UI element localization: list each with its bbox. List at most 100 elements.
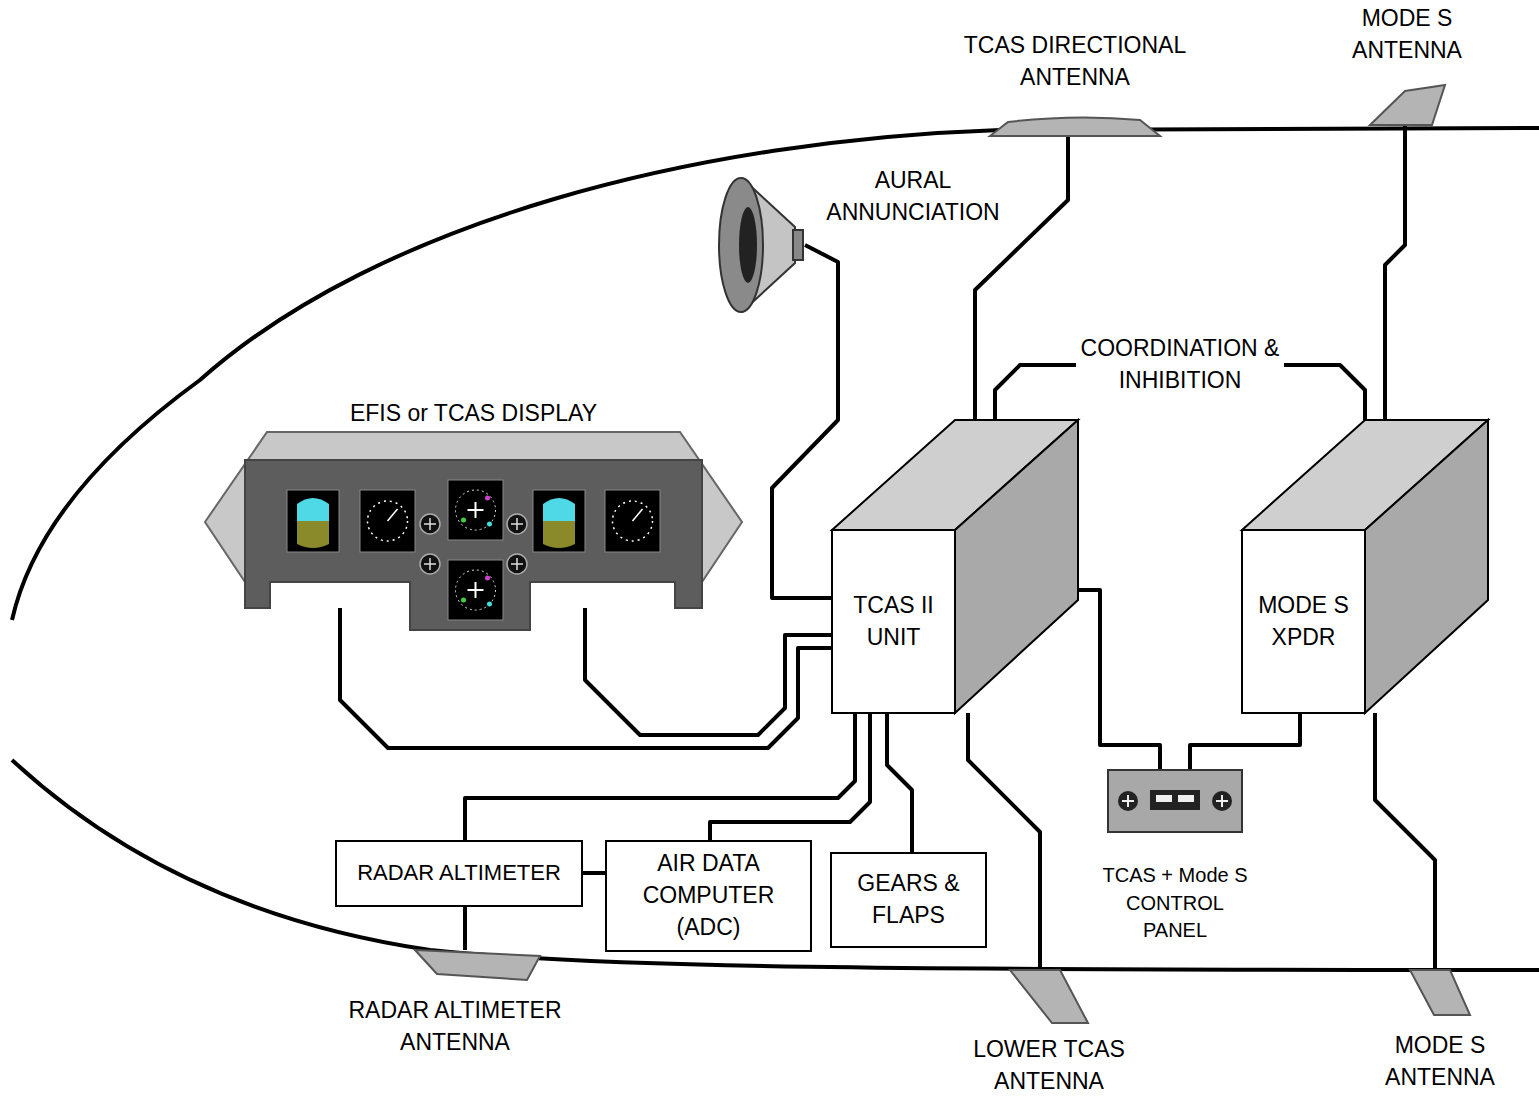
node-caption: TCAS DIRECTIONAL ANTENNA [950, 30, 1200, 93]
node-text: TCAS DIRECTIONAL ANTENNA [950, 30, 1200, 93]
node-shape [832, 420, 1078, 713]
attitude-sky [543, 498, 575, 521]
own-aircraft-symbol [468, 502, 484, 518]
box-front-face [1242, 530, 1365, 713]
wire [583, 871, 605, 875]
node-text: MODE S ANTENNA [1332, 3, 1482, 66]
node-caption: RADAR ALTIMETER ANTENNA [325, 995, 585, 1058]
nav-ring [456, 570, 496, 610]
dial-needle [388, 509, 398, 521]
instrument-screen [533, 490, 585, 552]
traffic-symbol [487, 602, 492, 607]
node-caption: MODE S ANTENNA [1365, 1030, 1515, 1093]
node-text: GEARS & FLAPS [840, 868, 977, 931]
code-digits [1178, 795, 1194, 802]
antenna: RADAR ALTIMETER ANTENNA [415, 950, 540, 983]
node-text: TCAS + Mode S CONTROL PANEL [1092, 862, 1258, 945]
traffic-symbol [487, 522, 492, 527]
panel-knob [507, 514, 527, 534]
own-aircraft-symbol [468, 582, 484, 598]
fuselage-bottom-outline [12, 760, 1539, 970]
node-text: LOWER TCAS ANTENNA [954, 1034, 1144, 1097]
panel-knob [507, 554, 527, 574]
instrument-screen [287, 490, 339, 552]
instrument-screen [448, 560, 503, 620]
speaker-magnet [793, 230, 803, 260]
antenna: MODE S ANTENNA [1370, 85, 1445, 125]
antenna-blade [1370, 85, 1445, 125]
node-caption: MODE S ANTENNA [1332, 3, 1482, 66]
knob-mark [1122, 795, 1134, 807]
node-caption: EFIS or TCAS DISPLAY [205, 398, 742, 430]
node-caption: TCAS + Mode S CONTROL PANEL [1092, 862, 1258, 945]
node-text: AIR DATA COMPUTER (ADC) [615, 848, 802, 943]
panel-knob [420, 514, 440, 534]
traffic-symbol [485, 496, 490, 501]
process-box: GEARS & FLAPS [830, 852, 987, 948]
process-box: RADAR ALTIMETER [335, 840, 583, 907]
speaker-throat [739, 207, 757, 283]
unit-label-area: MODE S XPDR [1242, 530, 1365, 713]
control-knob [1118, 791, 1138, 811]
node-caption: LOWER TCAS ANTENNA [954, 1034, 1144, 1097]
knob-mark [424, 518, 436, 530]
box-side-face [1365, 420, 1488, 713]
box-side-face [955, 420, 1078, 713]
antenna: TCAS DIRECTIONAL ANTENNA [990, 116, 1160, 136]
node-text: AURAL ANNUNCIATION [808, 165, 1018, 228]
wire [463, 907, 467, 950]
node-shape [205, 432, 742, 608]
control-panel-body [1108, 770, 1242, 832]
antenna-blade [990, 117, 1160, 136]
traffic-symbol [485, 576, 490, 581]
antenna: MODE S ANTENNA [1410, 970, 1470, 1015]
traffic-symbol [461, 518, 466, 523]
speaker: AURAL ANNUNCIATION [715, 175, 805, 315]
node-text: MODE S XPDR [1248, 590, 1359, 653]
control-knob [1212, 791, 1232, 811]
node-shape [715, 175, 805, 315]
wire [975, 136, 1068, 420]
node-shape [415, 950, 540, 983]
speaker-bell [719, 178, 763, 312]
wire [710, 713, 870, 840]
attitude-sky [297, 498, 329, 521]
node-caption: AURAL ANNUNCIATION [808, 165, 1018, 228]
knob-mark [424, 558, 436, 570]
wire [1385, 125, 1405, 420]
node-text: RADAR ALTIMETER ANTENNA [325, 995, 585, 1058]
antenna-blade [1010, 970, 1088, 1023]
attitude-ground [297, 521, 329, 548]
node-shape [1108, 770, 1242, 832]
node-text: EFIS or TCAS DISPLAY [205, 398, 742, 430]
control-panel-window [1150, 790, 1200, 810]
knob-mark [1216, 795, 1228, 807]
wire [887, 713, 912, 852]
wire [1375, 713, 1435, 970]
traffic-symbol [461, 598, 466, 603]
antenna: LOWER TCAS ANTENNA [1010, 970, 1088, 1023]
node-shape [1370, 85, 1445, 125]
instrument-screen [605, 490, 660, 552]
process-box: AIR DATA COMPUTER (ADC) [605, 840, 812, 952]
node-text: TCAS II UNIT [838, 590, 949, 653]
attitude-ground [543, 521, 575, 548]
code-digits [1156, 795, 1172, 802]
nav-ring [456, 490, 496, 530]
avionics-unit: TCAS II UNIT [832, 420, 1078, 713]
node-shape [1410, 970, 1470, 1015]
node-shape [990, 116, 1160, 136]
node-text: MODE S ANTENNA [1365, 1030, 1515, 1093]
knob-mark [511, 558, 523, 570]
node-shape [1010, 970, 1088, 1023]
wire-label: COORDINATION & INHIBITION [1076, 333, 1284, 396]
dial-needle [633, 509, 643, 521]
panel-knob [420, 554, 440, 574]
avionics-unit: MODE S XPDR [1242, 420, 1488, 713]
instrument-screen [448, 480, 503, 540]
wire [772, 245, 838, 598]
instrument-screen [360, 490, 415, 552]
dial-ring [368, 501, 408, 541]
instrument-panel [245, 460, 702, 630]
